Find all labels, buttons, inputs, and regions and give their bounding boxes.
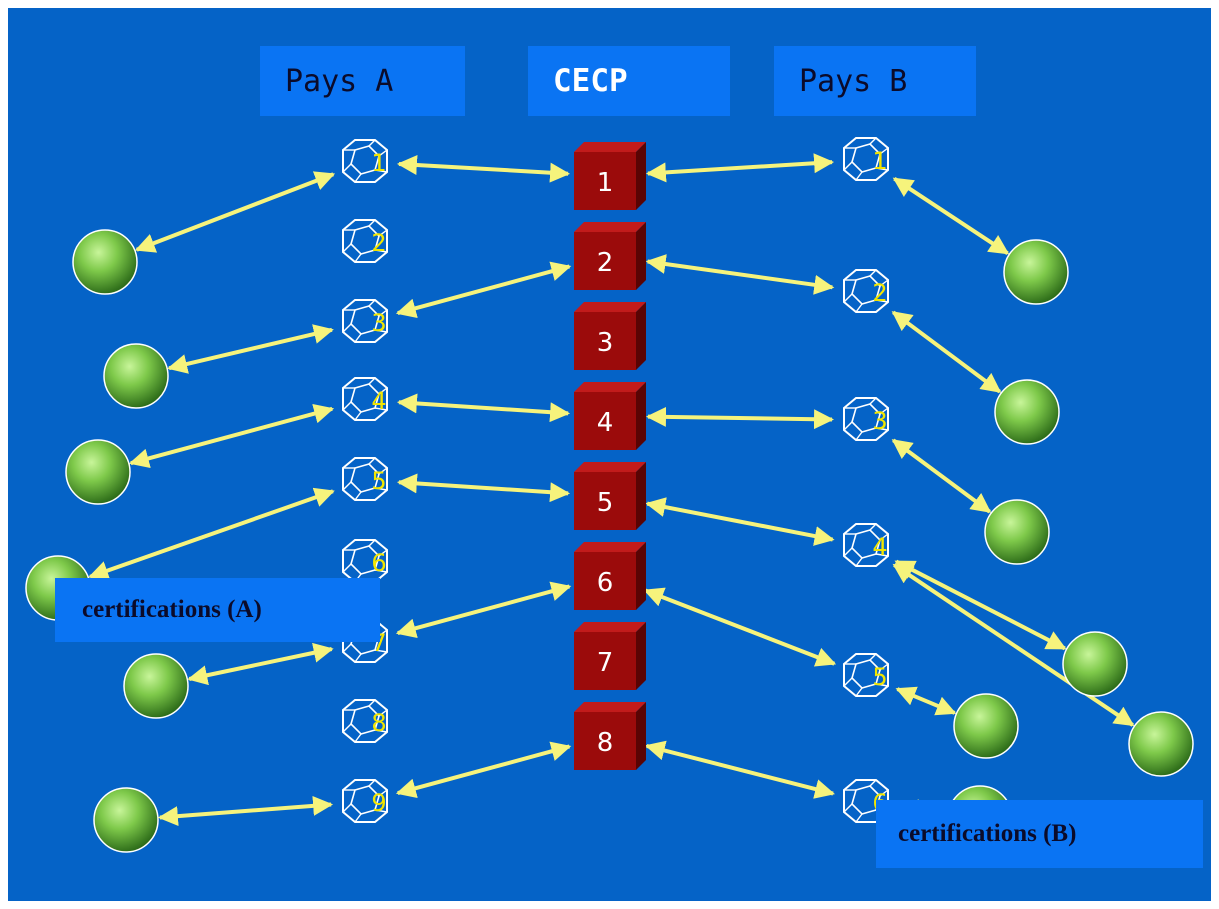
certification-sphere [1003, 239, 1069, 305]
certification-a-arrow [157, 795, 334, 827]
cecp-number: 5 [597, 488, 614, 518]
cecp-cube: 7 [574, 622, 646, 690]
country-b-node: 1 [843, 137, 889, 181]
certification-sphere [72, 229, 138, 295]
certification-b-arrow [892, 563, 1135, 727]
country-b-header: Pays B [774, 46, 976, 116]
country-a-header: Pays A [260, 46, 465, 116]
certification-a-arrow [134, 171, 336, 253]
arrow-layer [88, 153, 1135, 827]
country-a-node: 3 [342, 299, 388, 343]
link-arrow [396, 473, 571, 503]
country-b-title: Pays B [799, 63, 908, 99]
country-a-title: Pays A [285, 63, 394, 99]
cecp-number: 4 [597, 408, 614, 438]
cecp-number: 2 [597, 248, 614, 278]
node-number: 6 [371, 549, 386, 577]
link-arrow [396, 155, 571, 183]
certification-a-arrow [88, 487, 335, 581]
link-arrow [643, 587, 837, 667]
certification-a-arrow [128, 403, 335, 469]
cecp-cubes: 1 2 3 4 5 6 7 8 [574, 142, 646, 770]
certifications-a-label: certifications (A) [55, 578, 380, 642]
link-arrow [395, 261, 572, 319]
cecp-number: 8 [597, 728, 614, 758]
cecp-number: 7 [597, 648, 614, 678]
cecp-number: 1 [597, 168, 614, 198]
certification-sphere [1062, 631, 1128, 697]
link-arrow [644, 740, 835, 799]
certifications-b-label: certifications (B) [876, 800, 1203, 868]
certification-b-arrow [891, 438, 992, 514]
certification-b-arrow [891, 310, 1002, 394]
certification-b-arrow [895, 686, 957, 716]
country-a-node: 4 [342, 377, 388, 421]
certification-b-arrow [892, 177, 1010, 255]
cecp-title: CECP [553, 63, 628, 99]
cecp-number: 6 [597, 568, 614, 598]
country-a-node: 6 [342, 539, 388, 583]
country-a-node: 5 [342, 457, 388, 501]
cecp-cube: 6 [574, 542, 646, 610]
country-b-node: 5 [843, 653, 889, 697]
certification-sphere [103, 343, 169, 409]
country-b-node: 2 [843, 269, 889, 313]
certification-sphere [123, 653, 189, 719]
certification-sphere [994, 379, 1060, 445]
cecp-cube: 8 [574, 702, 646, 770]
node-number: 5 [371, 467, 386, 495]
node-number: 3 [872, 407, 887, 435]
cecp-cube: 5 [574, 462, 646, 530]
cecp-number: 3 [597, 328, 614, 358]
node-number: 5 [872, 663, 887, 691]
node-number: 9 [371, 789, 386, 817]
link-arrow [396, 393, 571, 423]
node-number: 4 [872, 533, 887, 561]
certification-b-arrow [894, 559, 1067, 651]
node-number: 2 [371, 229, 386, 257]
cecp-header: CECP [528, 46, 730, 116]
node-number: 3 [371, 309, 386, 337]
country-a-node: 9 [342, 779, 388, 823]
country-a-node: 8 [342, 699, 388, 743]
node-number: 1 [872, 147, 887, 175]
link-arrow [645, 497, 835, 546]
country-a-node: 1 [342, 139, 388, 183]
country-a-node: 2 [342, 219, 388, 263]
certification-sphere [93, 787, 159, 853]
cecp-cube: 4 [574, 382, 646, 450]
link-arrow [395, 581, 572, 639]
country-b-node: 4 [843, 523, 889, 567]
certification-sphere [984, 499, 1050, 565]
certification-a-arrow [187, 642, 334, 686]
certification-sphere [65, 439, 131, 505]
certification-sphere [1128, 711, 1194, 777]
cecp-cube: 3 [574, 302, 646, 370]
country-b-node: 3 [843, 397, 889, 441]
certification-a-arrow [167, 324, 334, 374]
cecp-cube: 1 [574, 142, 646, 210]
cecp-cube: 2 [574, 222, 646, 290]
link-arrow [645, 254, 835, 295]
link-arrow [645, 406, 835, 430]
node-number: 4 [371, 387, 386, 415]
node-number: 1 [371, 149, 386, 177]
certifications-a-text: certifications (A) [82, 596, 262, 623]
certifications-b-text: certifications (B) [898, 820, 1077, 847]
node-number: 2 [872, 279, 887, 307]
node-number: 8 [371, 709, 386, 737]
link-arrow [645, 153, 835, 183]
certification-sphere [953, 693, 1019, 759]
link-arrow [395, 741, 572, 799]
